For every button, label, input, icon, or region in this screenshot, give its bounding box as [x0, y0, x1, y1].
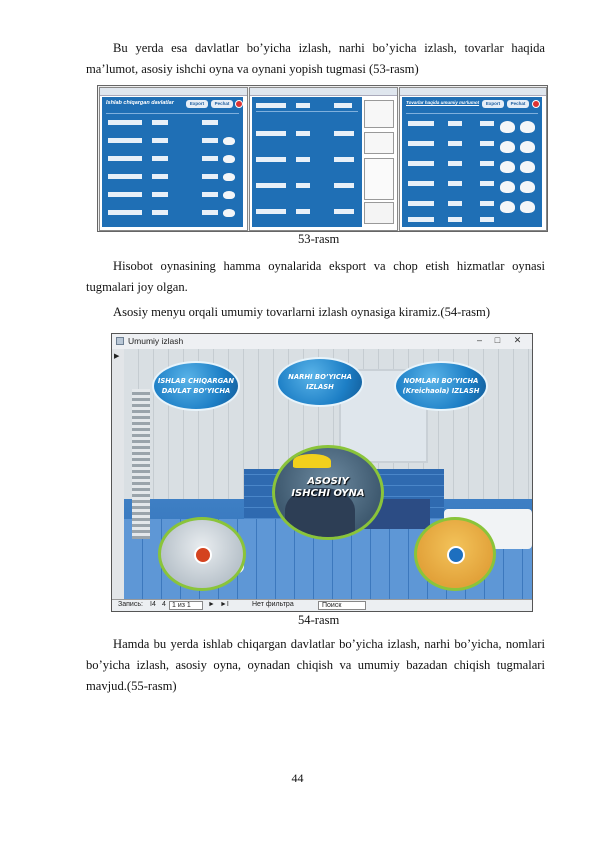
price-panel — [252, 97, 362, 227]
screenshot-price-window — [249, 87, 398, 231]
record-number-field[interactable]: 1 из 1 — [169, 601, 203, 610]
export-button[interactable]: Export — [186, 100, 208, 108]
print-button[interactable]: Pechat — [507, 100, 529, 108]
window-icon — [116, 337, 124, 345]
window-title: Umumiy izlash — [128, 336, 184, 346]
prev-record-button[interactable]: 4 — [162, 601, 166, 608]
power-icon — [447, 546, 465, 564]
record-navigation-bar: Запись: I4 4 1 из 1 ► ►I Нет фильтра Пои… — [112, 599, 532, 611]
search-by-name-button[interactable]: NOMLARI BO’YICHA (Kreichaola) IZLASH — [394, 361, 488, 411]
window-titlebar: Umumiy izlash – □ ✕ — [112, 334, 532, 350]
figure-54-search-window: Umumiy izlash – □ ✕ ▶ ISHLAB CHIQARGAN D… — [111, 333, 533, 612]
main-window-button[interactable]: ASOSIY ISHCHI OYNA — [272, 445, 384, 540]
products-panel: Tovarlar haqida umumiy ma’lumot Export P… — [402, 97, 542, 227]
filter-status[interactable]: Нет фильтра — [252, 601, 294, 608]
close-icon[interactable] — [235, 100, 243, 108]
hard-hat — [293, 454, 331, 468]
paragraph-report: Hisobot oynasining hamma oynalarida eksp… — [86, 259, 545, 294]
record-pointer-icon: ▶ — [114, 352, 120, 360]
record-label: Запись: — [118, 601, 143, 608]
figure-53-screenshots: Ishlab chiqargan davlatlar Export Pechat — [97, 85, 548, 232]
first-record-button[interactable]: I4 — [150, 601, 156, 608]
exit-icon — [194, 546, 212, 564]
bathroom-background: ISHLAB CHIQARGAN DAVLAT BO’YICHA NARHI B… — [124, 349, 532, 599]
worker-figure — [285, 488, 355, 537]
countries-panel: Ishlab chiqargan davlatlar Export Pechat — [102, 97, 243, 227]
products-panel-title: Tovarlar haqida umumiy ma’lumot — [406, 100, 480, 105]
minimize-button[interactable]: – — [476, 335, 482, 345]
figure-54-caption: 54-rasm — [298, 613, 340, 627]
close-icon[interactable] — [532, 100, 540, 108]
export-button[interactable]: Export — [482, 100, 504, 108]
maximize-button[interactable]: □ — [494, 335, 501, 345]
print-button[interactable]: Pechat — [211, 100, 233, 108]
search-by-price-button[interactable]: NARHI BO’YICHA IZLASH — [276, 357, 364, 407]
page-number: 44 — [291, 771, 304, 785]
paragraph-intro: Bu yerda esa davlatlar bo’yicha izlash, … — [86, 41, 545, 76]
exit-database-button[interactable] — [414, 517, 496, 591]
screenshot-products-window: Tovarlar haqida umumiy ma’lumot Export P… — [399, 87, 547, 231]
search-field[interactable]: Поиск — [318, 601, 366, 610]
paragraph-buttons: Hamda bu yerda ishlab chiqargan davlatla… — [86, 637, 545, 693]
last-record-button[interactable]: ►I — [220, 601, 229, 608]
next-record-button[interactable]: ► — [208, 601, 215, 608]
countries-panel-title: Ishlab chiqargan davlatlar — [106, 100, 174, 106]
paragraph-menu: Asosiy menyu orqali umumiy tovarlarni iz… — [113, 305, 491, 319]
figure-53-caption: 53-rasm — [298, 232, 340, 246]
search-by-country-button[interactable]: ISHLAB CHIQARGAN DAVLAT BO’YICHA — [152, 361, 240, 411]
exit-window-button[interactable] — [158, 517, 246, 591]
close-button[interactable]: ✕ — [513, 335, 522, 345]
screenshot-countries-window: Ishlab chiqargan davlatlar Export Pechat — [99, 87, 248, 231]
